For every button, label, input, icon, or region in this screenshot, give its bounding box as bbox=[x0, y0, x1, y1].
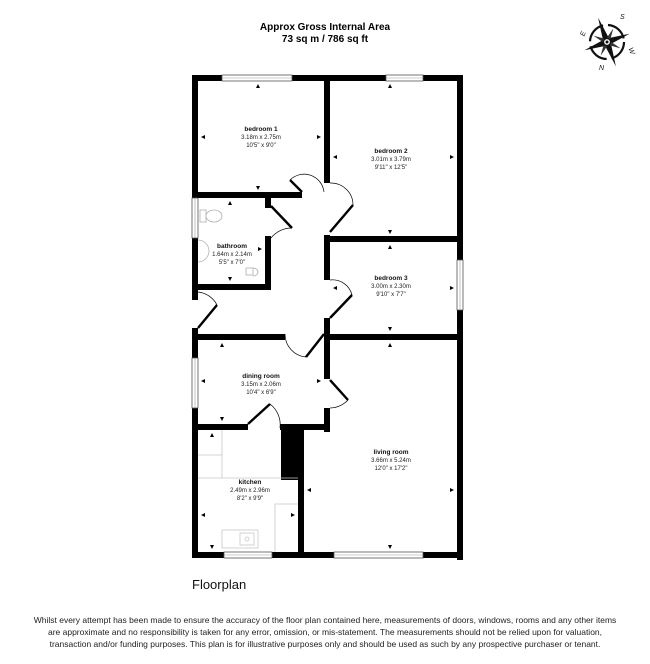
dimension-markers bbox=[201, 84, 454, 549]
compass-west-label: W bbox=[626, 47, 635, 57]
compass-rose-icon: S E W N bbox=[579, 14, 635, 72]
room-label-bedroom-2: bedroom 2 3.01m x 3.79m 9'11" x 12'5" bbox=[371, 148, 411, 171]
floor-title: Floorplan bbox=[192, 577, 247, 592]
compass-south-label: S bbox=[620, 14, 625, 21]
disclaimer-text: Whilst every attempt has been made to en… bbox=[33, 615, 617, 649]
kitchen-counters bbox=[198, 430, 298, 552]
room-label-living-room: living room 3.66m x 5.24m 12'0" x 17'2" bbox=[371, 449, 411, 472]
doors bbox=[197, 173, 354, 429]
room-label-kitchen: kitchen 2.49m x 2.96m 8'2" x 9'9" bbox=[230, 479, 270, 502]
walls bbox=[192, 75, 463, 560]
area-value: 73 sq m / 786 sq ft bbox=[281, 34, 369, 45]
room-label-bathroom: bathroom 1.64m x 2.14m 5'5" x 7'0" bbox=[212, 243, 252, 266]
room-label-dining-room: dining room 3.15m x 2.06m 10'4" x 6'9" bbox=[241, 373, 281, 396]
compass-north-label: N bbox=[599, 65, 605, 72]
area-title: Approx Gross Internal Area bbox=[259, 22, 391, 33]
window-glazing bbox=[194, 77, 461, 556]
bathroom-fixtures bbox=[197, 209, 259, 277]
compass-east-label: E bbox=[579, 30, 587, 37]
area-header: Approx Gross Internal Area 73 sq m / 786… bbox=[0, 22, 650, 46]
room-label-bedroom-3: bedroom 3 3.00m x 2.30m 9'10" x 7'7" bbox=[371, 275, 411, 298]
room-label-bedroom-1: bedroom 1 3.18m x 2.75m 10'5" x 9'0" bbox=[241, 126, 281, 149]
